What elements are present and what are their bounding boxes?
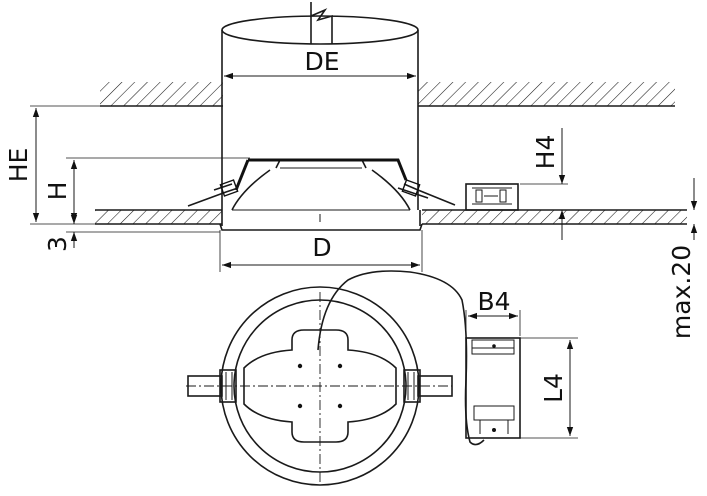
label-h: H — [43, 182, 72, 201]
dimension-d: D — [219, 230, 423, 272]
label-b4: B4 — [477, 287, 510, 316]
label-h4: H4 — [531, 135, 560, 170]
label-de: DE — [304, 47, 339, 76]
dimension-b4: B4 — [465, 287, 521, 336]
ceiling-slab — [100, 80, 675, 108]
driver-side-view — [465, 183, 519, 211]
label-d: D — [312, 233, 331, 262]
luminaire-side-view — [187, 158, 456, 231]
dimension-l4: L4 — [520, 337, 578, 439]
dimension-left-group: HE H 3 — [4, 105, 250, 252]
cable — [317, 270, 485, 446]
label-3: 3 — [43, 236, 72, 252]
driver-top-view — [465, 337, 521, 439]
ceiling-panel — [95, 208, 687, 226]
dimension-de: DE — [224, 47, 416, 80]
label-l4: L4 — [539, 373, 568, 403]
dimension-max20: max.20 — [667, 178, 698, 339]
label-max20: max.20 — [667, 245, 696, 339]
luminaire-top-view — [186, 286, 453, 486]
duct-cylinder — [221, 2, 419, 210]
dimension-h4: H4 — [520, 128, 568, 240]
label-he: HE — [4, 148, 33, 183]
